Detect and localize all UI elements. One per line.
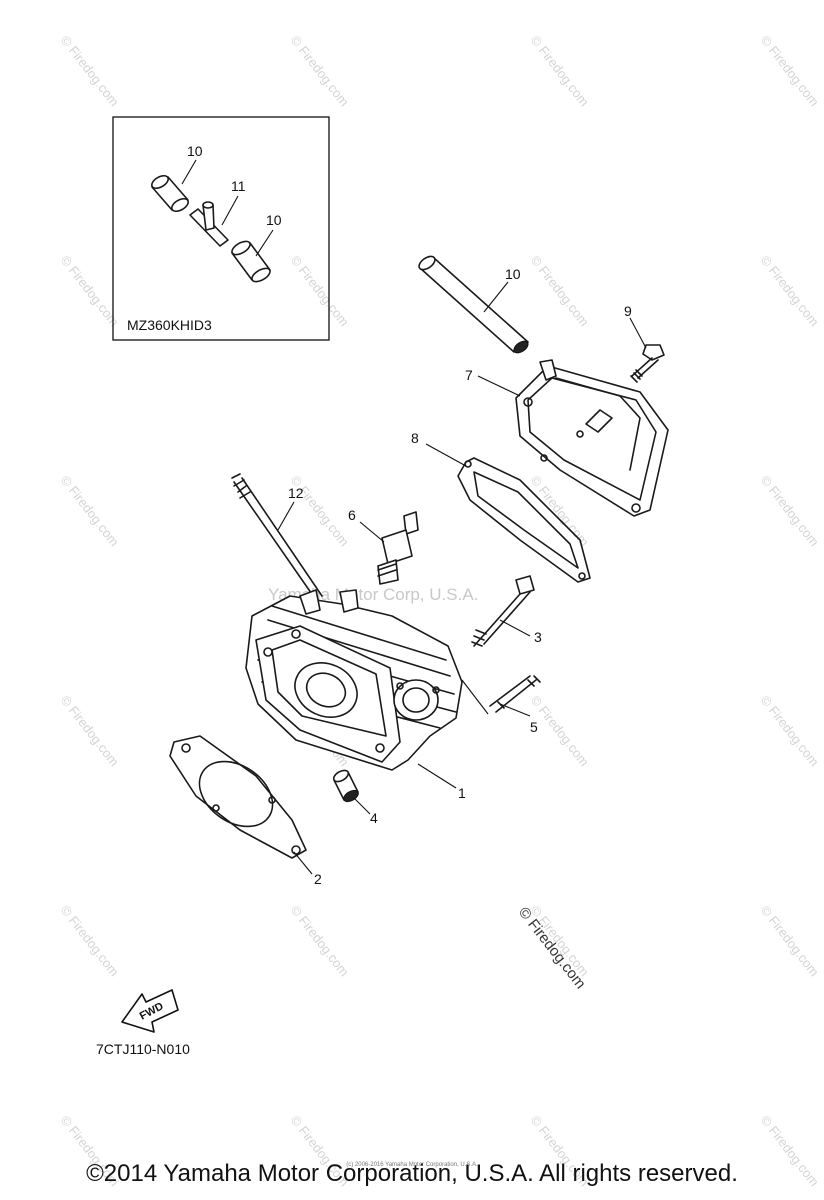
callout-10: 10 xyxy=(505,266,521,282)
callout-8: 8 xyxy=(411,430,419,446)
part-4-dowel-pin xyxy=(332,769,359,803)
callout-1: 1 xyxy=(458,785,466,801)
callout-5: 5 xyxy=(530,719,538,735)
tile-watermark: © Firedog.com xyxy=(758,903,822,980)
diagram-code: 7CTJ110-N010 xyxy=(96,1041,190,1057)
callout-6: 6 xyxy=(348,507,356,523)
callout-9: 9 xyxy=(624,303,632,319)
inset-hose-10-right xyxy=(231,240,271,283)
tile-watermark: © Firedog.com xyxy=(758,253,822,330)
center-watermark: Yamaha Motor Corp, U.S.A. xyxy=(268,585,478,604)
footer-copyright: ©2014 Yamaha Motor Corporation, U.S.A. A… xyxy=(86,1160,738,1187)
fwd-arrow-icon: FWD xyxy=(121,989,179,1033)
inset-joint-11 xyxy=(189,201,229,247)
tile-watermark: © Firedog.com xyxy=(58,33,122,110)
part-7-cylinder-head-cover xyxy=(515,359,669,517)
footer-fine-print: (c) 2006-2016 Yamaha Motor Corporation, … xyxy=(346,1162,478,1168)
inset-box: 10 11 10 MZ360KHID3 xyxy=(112,116,330,341)
part-3-bolt xyxy=(471,575,535,647)
callout-7: 7 xyxy=(465,367,473,383)
inset-model-code: MZ360KHID3 xyxy=(127,317,212,333)
inset-hose-10-left xyxy=(151,174,189,213)
part-5-stud-bolt xyxy=(489,675,541,713)
callout-4: 4 xyxy=(370,810,378,826)
tile-watermark: © Firedog.com xyxy=(288,903,352,980)
tile-watermark: © Firedog.com xyxy=(758,473,822,550)
inset-callout-10b: 10 xyxy=(266,212,282,228)
callout-3: 3 xyxy=(534,629,542,645)
tile-watermark: © Firedog.com xyxy=(288,253,352,330)
inset-callout-11: 11 xyxy=(231,178,246,194)
part-6-spark-plug xyxy=(377,511,419,585)
tile-watermark: © Firedog.com xyxy=(528,253,592,330)
part-12-stud-bolt xyxy=(231,473,323,601)
part-2-cylinder-head-gasket xyxy=(169,735,307,859)
part-1-cylinder-head xyxy=(245,589,463,771)
tile-watermark: © Firedog.com xyxy=(58,693,122,770)
tile-watermark: © Firedog.com xyxy=(758,693,822,770)
tile-watermark: © Firedog.com xyxy=(758,33,822,110)
callout-2: 2 xyxy=(314,871,322,887)
callout-12: 12 xyxy=(288,485,304,501)
tile-watermark: © Firedog.com xyxy=(528,33,592,110)
part-10-hose xyxy=(418,255,529,354)
tile-watermark: © Firedog.com xyxy=(58,473,122,550)
tile-watermark: © Firedog.com xyxy=(58,903,122,980)
inset-callout-10a: 10 xyxy=(187,143,203,159)
part-8-cover-gasket xyxy=(457,457,591,583)
tile-watermark: © Firedog.com xyxy=(288,33,352,110)
part-9-bolt xyxy=(630,344,665,383)
